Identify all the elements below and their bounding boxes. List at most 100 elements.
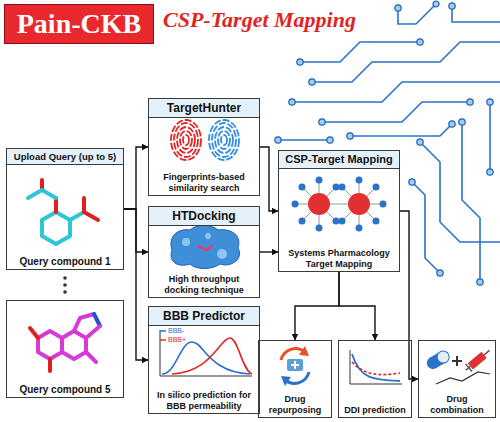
fingerprint-icons <box>209 120 239 160</box>
repurposing-icon <box>299 346 309 356</box>
target-network <box>292 201 299 208</box>
protein-surface <box>171 226 240 269</box>
fingerprint-icons <box>177 127 195 153</box>
bbb-distribution-chart <box>160 330 252 376</box>
circuit-background <box>489 102 491 172</box>
morphine-molecule <box>30 328 50 371</box>
circuit-dots <box>449 3 455 9</box>
morphine-molecule <box>38 331 62 359</box>
circuit-background <box>278 139 330 141</box>
bbb-distribution-chart <box>172 338 252 374</box>
fingerprint-icons <box>171 120 239 160</box>
circuit-dots <box>487 169 493 175</box>
process-box: Upload Query (up to 5)Query compound 1 <box>6 148 124 270</box>
target-network <box>356 225 363 232</box>
target-network <box>295 180 383 228</box>
process-box: Query compound 5 <box>6 300 124 398</box>
circuit-background <box>322 102 470 122</box>
aspirin-molecule <box>28 190 42 198</box>
circuit-dots <box>449 121 455 127</box>
target-network <box>316 177 323 184</box>
circuit-dots <box>395 5 401 11</box>
target-network <box>356 177 363 184</box>
node-caption: In silico prediction for BBB permeabilit… <box>149 389 259 413</box>
circuit-dots <box>437 270 443 276</box>
ddi-curves-icon <box>350 350 402 384</box>
bbb-distribution-chart <box>160 330 166 332</box>
connector-arrow <box>400 211 418 379</box>
title-text: Pain-CKB <box>17 10 141 38</box>
target-network <box>308 193 330 215</box>
circuit-background <box>420 142 500 242</box>
target-network <box>299 218 306 225</box>
morphine-molecule <box>74 314 94 331</box>
circuit-background <box>300 42 420 62</box>
circuit-dots <box>417 39 423 45</box>
circuit-dots <box>347 133 353 139</box>
ddi-curves-icon <box>352 354 400 381</box>
fingerprint-icons <box>218 131 230 149</box>
circuit-background <box>312 42 500 82</box>
target-network <box>373 218 380 225</box>
target-network <box>333 184 340 191</box>
node-caption: DDI prediction <box>339 404 411 417</box>
target-network <box>292 177 387 232</box>
circuit-dots <box>297 59 303 65</box>
combination-icon <box>452 356 462 366</box>
circuit-background <box>412 182 440 273</box>
bbb-distribution-chart <box>160 339 166 341</box>
connector-arrow <box>339 272 375 340</box>
repurposing-icon <box>287 359 303 371</box>
target-network <box>342 180 383 228</box>
process-box: DDI prediction <box>338 340 412 418</box>
circuit-background <box>452 6 500 22</box>
connector-arrow <box>124 209 148 360</box>
ellipsis-dots <box>63 276 67 294</box>
node-caption: Fingerprints-based similarity search <box>149 171 259 195</box>
ellipsis-dots <box>63 276 67 280</box>
banner-heading: CSP-Target Mapping <box>160 8 359 32</box>
aspirin-molecule <box>42 190 56 198</box>
fingerprint-icons <box>215 127 233 153</box>
circuit-dots <box>467 99 473 105</box>
protein-surface <box>205 233 211 239</box>
combination-icon <box>425 347 493 384</box>
circuit-dots <box>275 137 281 143</box>
target-network <box>339 184 346 191</box>
aspirin-molecule <box>42 212 70 244</box>
legend-label: BBB+ <box>168 336 186 343</box>
repurposing-icon <box>291 361 299 369</box>
aspirin-molecule <box>84 198 98 220</box>
repurposing-icon <box>281 346 309 386</box>
circuit-dots <box>409 179 415 185</box>
fingerprint-icons <box>171 120 201 160</box>
legend-label: BBB- <box>168 327 184 334</box>
circuit-dots <box>459 119 465 125</box>
ddi-curves-icon <box>350 350 402 384</box>
process-box: CSP-Target MappingSystems Pharmacology T… <box>278 150 400 272</box>
node-caption: Systems Pharmacology Target Mapping <box>279 247 399 271</box>
bbb-distribution-chart <box>160 330 252 376</box>
morphine-molecule <box>86 326 100 338</box>
target-network <box>333 218 340 225</box>
connector-arrow <box>260 251 278 252</box>
fingerprint-icons <box>180 131 192 149</box>
circuit-dots <box>433 1 439 7</box>
target-network <box>299 184 306 191</box>
process-box: HTDockingHigh throughput docking techniq… <box>148 206 260 298</box>
target-network <box>339 218 346 225</box>
node-caption: Drug combination <box>419 393 495 417</box>
target-network <box>316 225 323 232</box>
combination-icon <box>463 347 493 375</box>
circuit-background <box>462 122 480 282</box>
circuit-dots <box>289 99 295 105</box>
connector-arrow <box>295 272 339 340</box>
process-box: BBB PredictorIn silico prediction for BB… <box>148 306 260 414</box>
protein-surface <box>198 246 212 250</box>
process-box: Drug combination <box>418 340 496 418</box>
target-network <box>380 201 387 208</box>
fingerprint-icons <box>221 135 227 145</box>
node-heading: Upload Query (up to 5) <box>7 149 123 165</box>
ellipsis-dots <box>63 283 67 287</box>
